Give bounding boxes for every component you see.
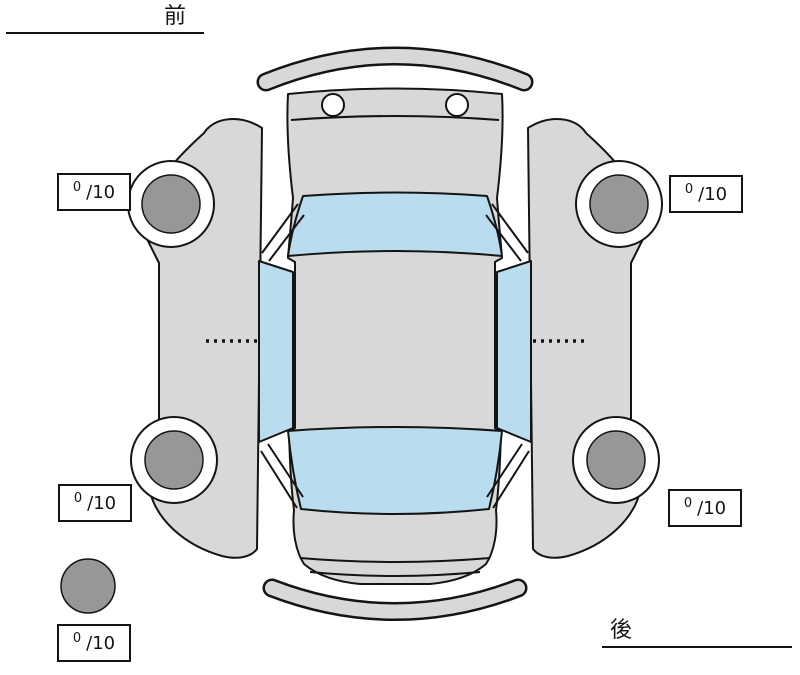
a-pillar-line xyxy=(491,203,529,254)
front-orientation-label: 前 xyxy=(6,2,204,34)
a-pillar-line xyxy=(261,203,299,254)
tread-score-front-right: 0 /10 xyxy=(669,175,743,213)
a-pillar-line xyxy=(485,214,522,262)
tread-score-value: 0 xyxy=(72,179,82,195)
tread-score-denominator: /10 xyxy=(697,497,727,519)
right-side-assembly xyxy=(485,118,663,559)
tread-score-rear-right: 0 /10 xyxy=(668,489,742,527)
tread-score-value: 0 xyxy=(72,630,82,646)
trunk-separator-line xyxy=(299,557,491,563)
tread-score-denominator: /10 xyxy=(87,492,117,514)
tread-score-value: 0 xyxy=(73,490,83,506)
tread-score-front-left: 0 /10 xyxy=(57,173,131,211)
c-pillar-line xyxy=(486,443,523,498)
rear-label-text: 後 xyxy=(610,618,633,643)
tire-rear xyxy=(144,430,204,490)
tread-score-denominator: /10 xyxy=(698,183,728,205)
tire-front xyxy=(141,174,201,234)
rear-panel-line xyxy=(309,571,481,577)
hood-separator-line xyxy=(290,115,500,121)
c-pillar-line xyxy=(267,443,304,498)
tread-score-spare: 0 /10 xyxy=(57,624,131,662)
c-pillar-line xyxy=(260,450,298,509)
tread-score-rear-left: 0 /10 xyxy=(58,484,132,522)
side-window-glass xyxy=(496,260,532,443)
c-pillar-line xyxy=(492,450,530,509)
tread-score-denominator: /10 xyxy=(86,632,116,654)
rear-bumper xyxy=(262,578,528,621)
rear-orientation-label: 後 xyxy=(602,616,792,648)
front-bumper xyxy=(256,46,534,92)
tire-rear xyxy=(586,430,646,490)
front-label-text: 前 xyxy=(163,4,186,29)
spare-tire xyxy=(60,558,116,614)
windshield-glass xyxy=(287,191,503,257)
hood-circle-right xyxy=(445,93,469,117)
tread-score-value: 0 xyxy=(684,181,694,197)
tread-score-denominator: /10 xyxy=(86,181,116,203)
a-pillar-line xyxy=(268,214,305,262)
hood-circle-left xyxy=(321,93,345,117)
left-side-assembly xyxy=(127,118,305,559)
tire-front xyxy=(589,174,649,234)
side-window-glass xyxy=(258,260,294,443)
rear-window-glass xyxy=(287,426,503,515)
tread-score-value: 0 xyxy=(683,495,693,511)
